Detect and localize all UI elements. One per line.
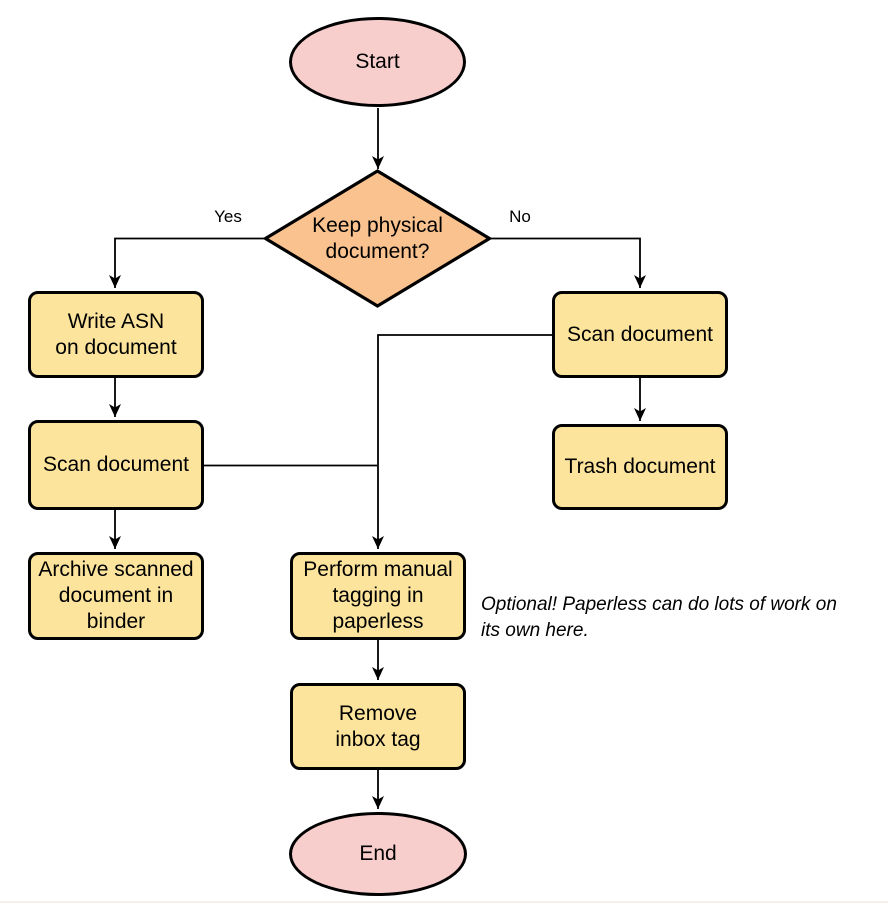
node-archive-binder: Archive scanned document in binder bbox=[28, 552, 204, 640]
node-scan-document-left-label: Scan document bbox=[43, 453, 189, 476]
node-manual-tagging-label: Perform manual tagging in paperless bbox=[303, 558, 453, 633]
edge-label-no: No bbox=[509, 207, 531, 226]
node-archive-binder-label: Archive scanned document in binder bbox=[38, 558, 194, 633]
node-end-label: End bbox=[359, 842, 397, 865]
node-end: End bbox=[289, 812, 467, 896]
node-start: Start bbox=[289, 17, 466, 107]
edge-decision-no-to-scan-right bbox=[489, 237, 646, 288]
node-decision-label: Keep physical document? bbox=[312, 213, 443, 263]
node-manual-tagging: Perform manual tagging in paperless bbox=[290, 552, 466, 640]
decision-diamond-shape bbox=[262, 169, 493, 308]
node-scan-document-left: Scan document bbox=[28, 420, 204, 510]
node-write-asn-label: Write ASN on document bbox=[55, 309, 177, 359]
node-scan-document-right: Scan document bbox=[552, 291, 728, 378]
node-trash-document-label: Trash document bbox=[564, 455, 716, 478]
node-trash-document: Trash document bbox=[552, 424, 728, 510]
node-decision: Keep physical document? bbox=[265, 171, 490, 306]
bottom-divider bbox=[0, 901, 888, 903]
edge-decision-yes-to-write-asn bbox=[109, 237, 266, 288]
annotation-text: Optional! Paperless can do lots of work … bbox=[481, 594, 837, 641]
node-write-asn: Write ASN on document bbox=[28, 291, 204, 378]
node-remove-inbox-tag: Remove inbox tag bbox=[290, 683, 466, 770]
node-scan-document-right-label: Scan document bbox=[567, 322, 713, 346]
edge-scan-right-to-tagging bbox=[372, 334, 552, 549]
node-remove-inbox-tag-label: Remove inbox tag bbox=[335, 701, 421, 751]
node-start-label: Start bbox=[355, 50, 400, 73]
edge-label-yes: Yes bbox=[214, 207, 242, 226]
